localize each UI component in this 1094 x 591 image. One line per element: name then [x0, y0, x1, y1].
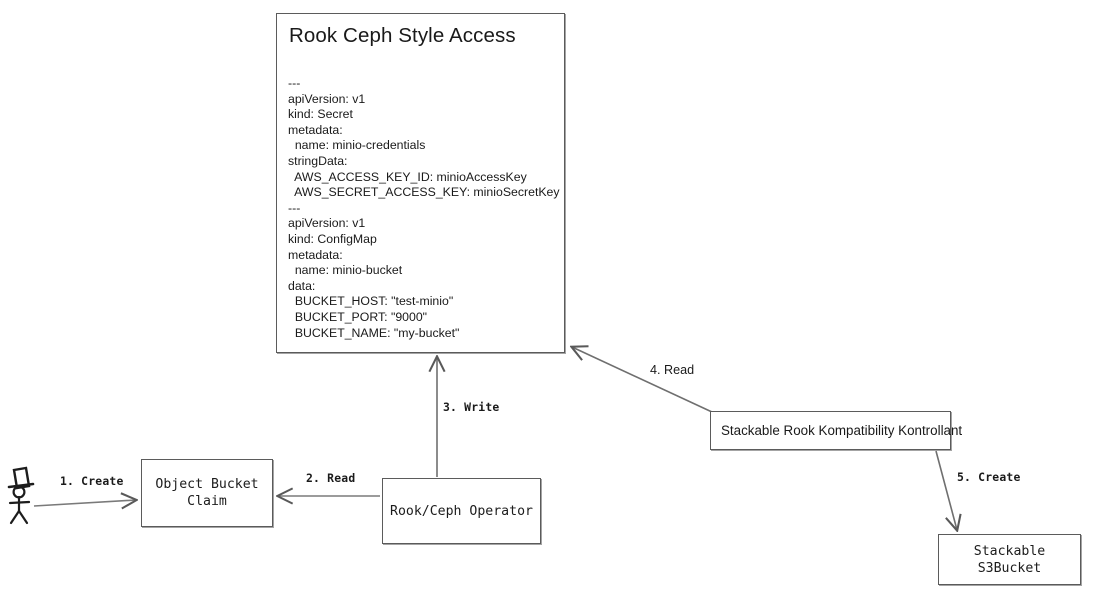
- node-rook-ceph-operator-label: Rook/Ceph Operator: [390, 503, 533, 519]
- node-object-bucket-claim[interactable]: Object Bucket Claim: [141, 459, 273, 527]
- node-stackable-rook-kompatibility-kontrollant[interactable]: Stackable Rook Kompatibility Kontrollant: [710, 411, 962, 450]
- node-object-bucket-claim-label: Object Bucket Claim: [155, 477, 259, 509]
- rook-ceph-style-access-yaml: --- apiVersion: v1 kind: Secret metadata…: [288, 76, 560, 340]
- edge-label-4-read: 4. Read: [650, 363, 695, 377]
- edge-1-create-line: [33, 500, 136, 506]
- edge-label-1-create: 1. Create: [60, 474, 124, 488]
- node-stackable-s3bucket-label: Stackable S3Bucket: [973, 543, 1046, 576]
- rook-ceph-style-access-title: Rook Ceph Style Access: [289, 24, 516, 47]
- edge-label-2-read: 2. Read: [306, 471, 356, 485]
- edge-label-3-write: 3. Write: [443, 400, 500, 414]
- actor-stick-figure-icon: [7, 466, 35, 525]
- rook-ceph-style-access-card: Rook Ceph Style Access --- apiVersion: v…: [276, 13, 565, 353]
- edge-5-create-line: [935, 450, 957, 530]
- edge-4-read-line: [572, 347, 713, 413]
- node-stackable-s3bucket[interactable]: Stackable S3Bucket: [938, 534, 1081, 585]
- node-rook-ceph-operator[interactable]: Rook/Ceph Operator: [382, 478, 541, 544]
- edge-label-5-create: 5. Create: [957, 470, 1021, 484]
- node-srkk-label: Stackable Rook Kompatibility Kontrollant: [721, 423, 963, 438]
